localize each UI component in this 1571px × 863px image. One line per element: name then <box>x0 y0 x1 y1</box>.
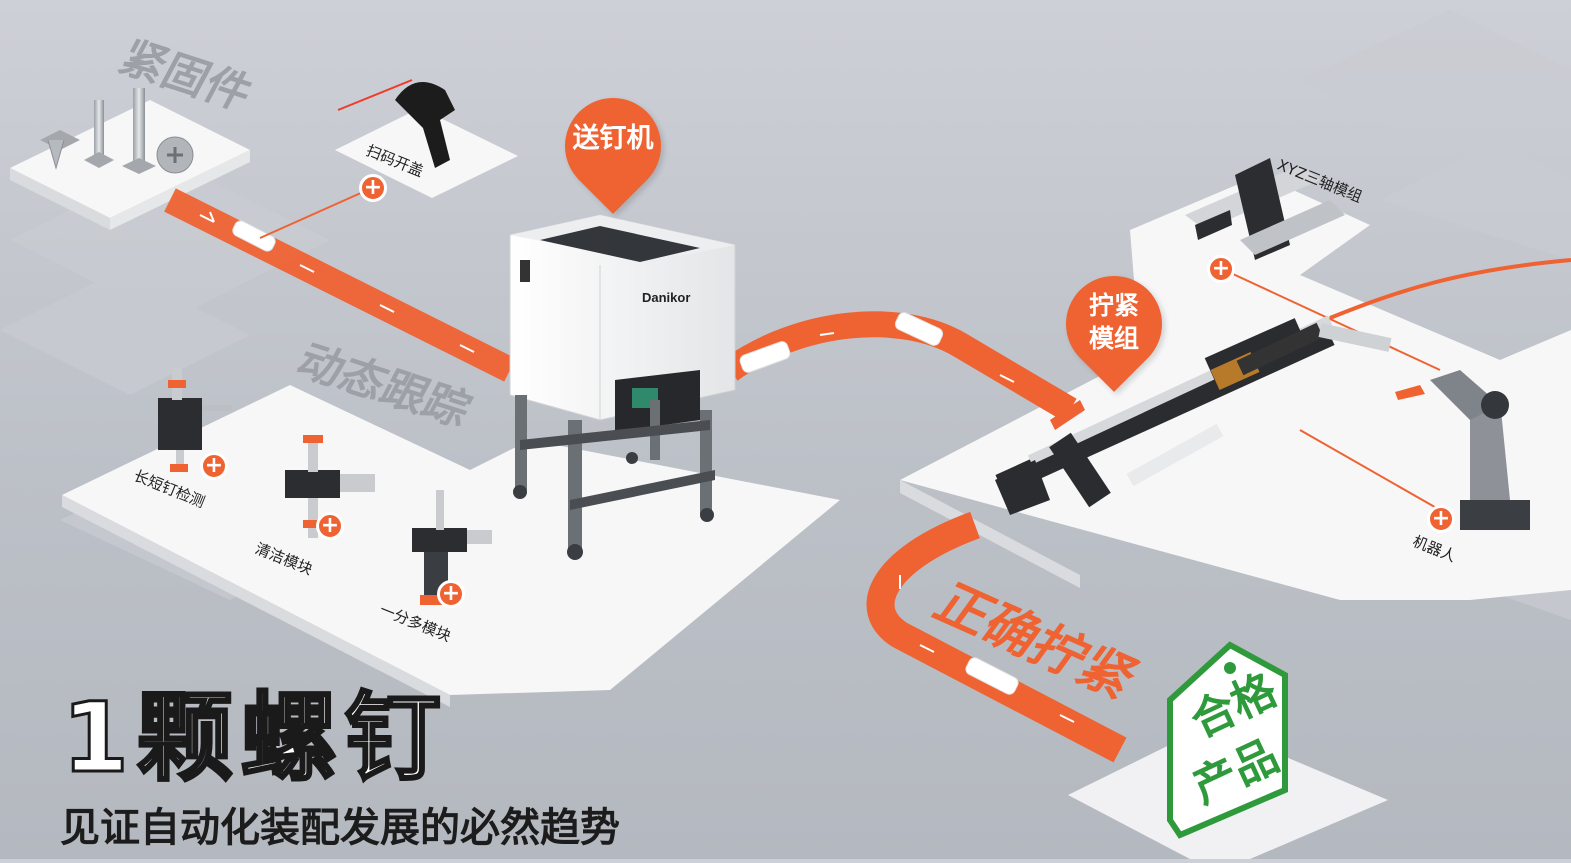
feeder-pin-label: 送钉机 <box>572 123 654 154</box>
conveyor-path <box>164 187 1441 763</box>
xyz-add-button[interactable]: + <box>1207 255 1235 283</box>
screw-feeder-machine <box>509 214 736 560</box>
scan-add-button[interactable]: + <box>359 174 387 202</box>
subline: 见证自动化装配发展的必然趋势 <box>60 805 620 851</box>
machine-brand-label: Danikor <box>642 290 691 305</box>
tracking-modules <box>158 368 492 605</box>
tightening-pin-line1: 拧紧 <box>1088 291 1139 320</box>
robot-add-button[interactable]: + <box>1427 505 1455 533</box>
splitter-add-button[interactable]: + <box>437 580 465 608</box>
cleaning-add-button[interactable]: + <box>316 512 344 540</box>
tightening-pin-line2: 模组 <box>1088 324 1139 353</box>
qualified-tag-icon <box>1167 641 1288 839</box>
length-check-add-button[interactable]: + <box>200 452 228 480</box>
headline: 1颗螺钉 <box>61 682 449 794</box>
barcode-scanner-illustration <box>337 79 455 168</box>
screws-illustration <box>40 88 194 174</box>
tightening-module-illustration <box>995 258 1571 515</box>
xyz-module-illustration <box>1185 158 1345 260</box>
robot-arm-illustration <box>1395 370 1530 530</box>
